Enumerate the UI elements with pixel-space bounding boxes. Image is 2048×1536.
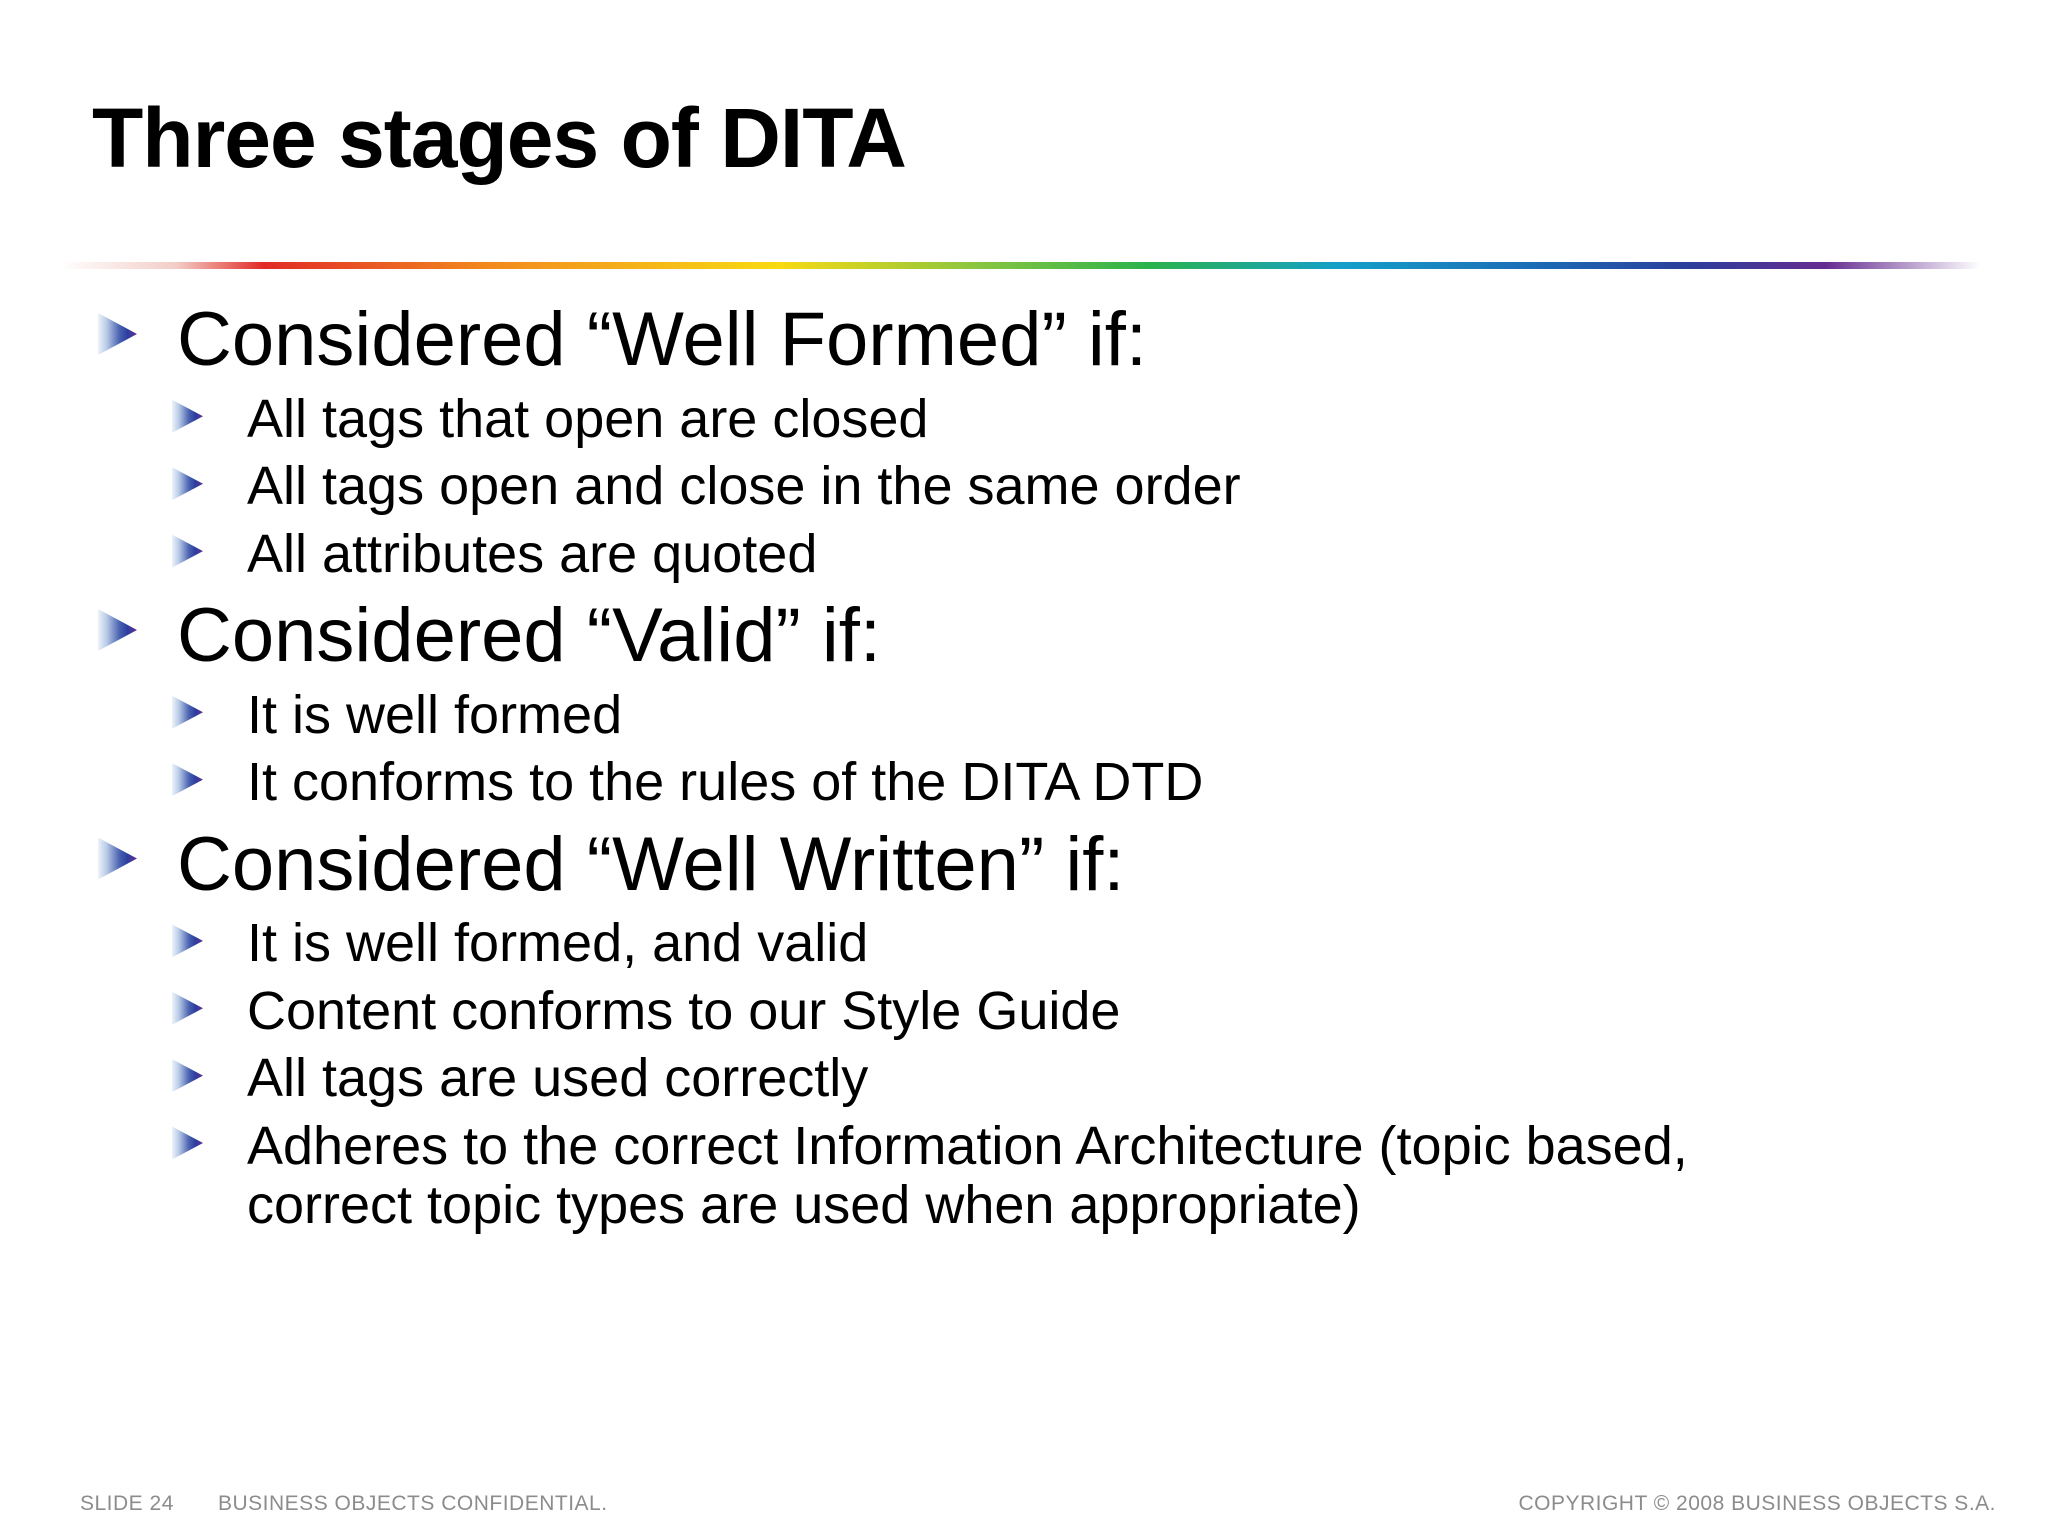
bullet-item-level2: It is well formed, and valid (172, 913, 2048, 974)
bullet-text: It conforms to the rules of the DITA DTD (247, 752, 1204, 813)
bullet-triangle-icon (172, 924, 203, 958)
bullet-text: Considered “Valid” if: (177, 592, 882, 678)
bullet-triangle-icon (172, 1059, 203, 1093)
bullet-list: Considered “Well Formed” if: All tags th… (0, 300, 2048, 1243)
bullet-item-level1: Considered “Valid” if: (98, 596, 2048, 676)
bullet-text: All attributes are quoted (247, 523, 818, 584)
slide-title: Three stages of DITA (92, 91, 907, 185)
rainbow-divider (60, 262, 2000, 269)
bullet-triangle-icon (172, 1126, 203, 1160)
bullet-text: It is well formed (247, 684, 623, 745)
bullet-text: All tags open and close in the same orde… (247, 456, 1241, 517)
bullet-item-level1: Considered “Well Written” if: (98, 821, 2048, 907)
bullet-item-level2: Content conforms to our Style Guide (172, 980, 2048, 1041)
bullet-text: Adheres to the correct Information Archi… (247, 1115, 1688, 1235)
bullet-triangle-icon (98, 608, 137, 651)
bullet-text: It is well formed, and valid (247, 913, 869, 974)
bullet-text: All tags that open are closed (247, 388, 929, 449)
bullet-item-level2: It is well formed (172, 684, 2048, 745)
bullet-triangle-icon (172, 399, 203, 433)
bullet-triangle-icon (98, 313, 137, 355)
bullet-text: All tags are used correctly (247, 1048, 869, 1109)
bullet-item-level2: All attributes are quoted (172, 523, 2048, 584)
bullet-triangle-icon (172, 991, 203, 1025)
bullet-triangle-icon (172, 695, 203, 729)
bullet-triangle-icon (172, 467, 203, 501)
footer-confidential-label: BUSINESS OBJECTS CONFIDENTIAL. (218, 1492, 608, 1515)
footer-copyright: COPYRIGHT © 2008 BUSINESS OBJECTS S.A. (1518, 1492, 1996, 1515)
bullet-item-level2: All tags that open are closed (172, 388, 2048, 449)
bullet-item-level2: Adheres to the correct Information Archi… (172, 1115, 2048, 1236)
bullet-item-level2: All tags are used correctly (172, 1048, 2048, 1109)
footer-slide-number: SLIDE 24 (80, 1492, 174, 1515)
bullet-text: Content conforms to our Style Guide (247, 980, 1121, 1041)
bullet-item-level2: All tags open and close in the same orde… (172, 456, 2048, 517)
bullet-triangle-icon (98, 837, 137, 880)
bullet-text: Considered “Well Formed” if: (177, 297, 1148, 382)
bullet-triangle-icon (172, 534, 203, 568)
footer: SLIDE 24 BUSINESS OBJECTS CONFIDENTIAL. … (0, 1492, 2048, 1522)
bullet-text: Considered “Well Written” if: (177, 821, 1125, 907)
bullet-item-level2: It conforms to the rules of the DITA DTD (172, 752, 2048, 813)
bullet-item-level1: Considered “Well Formed” if: (98, 300, 2048, 380)
bullet-triangle-icon (172, 763, 203, 797)
